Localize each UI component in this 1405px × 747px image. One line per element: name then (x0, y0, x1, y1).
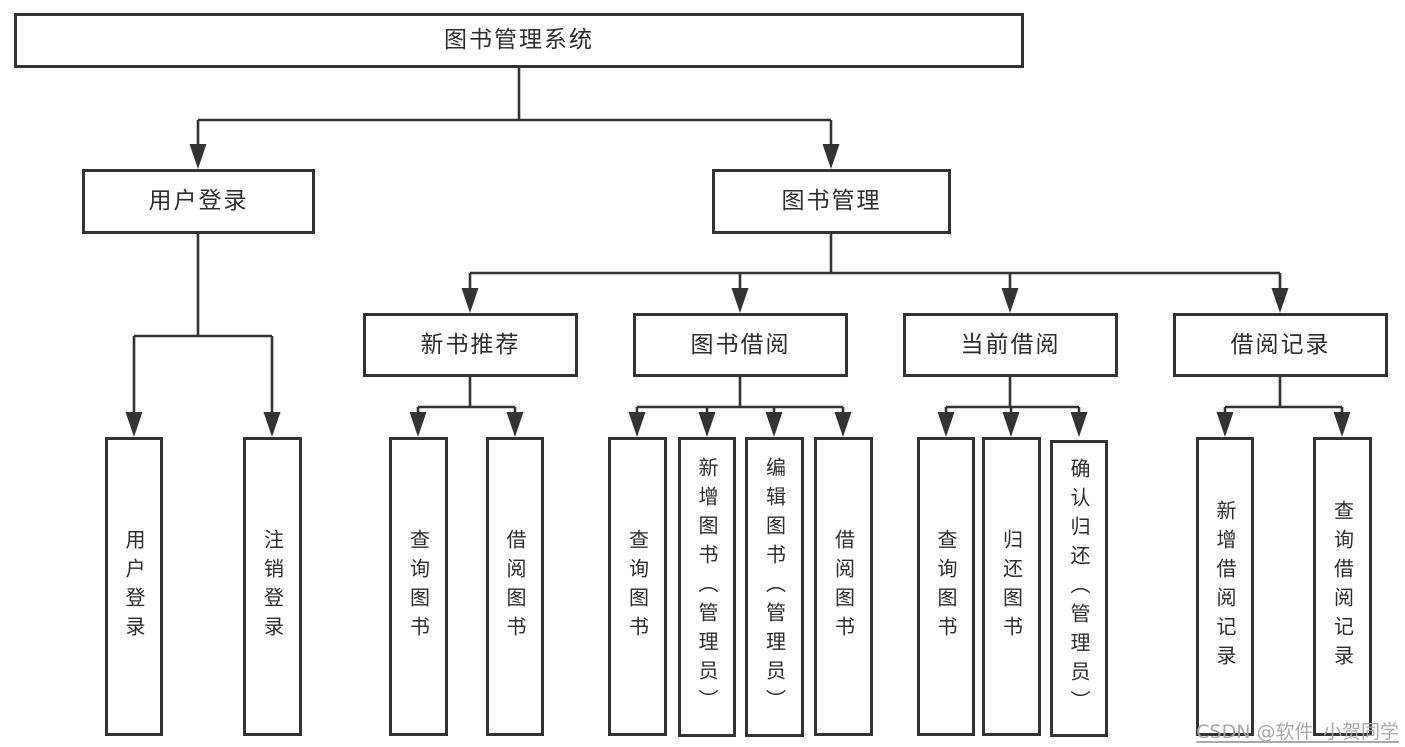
leaf-borrow-add-book: 新增图书（管理员） (678, 437, 736, 737)
leaf-borrow-borrow-book-label: 借阅图书 (831, 528, 856, 645)
connector-user-login-children (132, 234, 274, 415)
node-current-borrow-label: 当前借阅 (960, 331, 1061, 358)
arrow-down-icon (937, 412, 955, 437)
arrow-down-icon (1333, 412, 1351, 437)
leaf-borrow-query-book-label: 查询图书 (625, 528, 650, 645)
arrow-down-icon (834, 412, 852, 437)
leaf-records-query-record: 查询借阅记录 (1313, 437, 1372, 736)
connector-new-book-recommend-children (416, 377, 517, 415)
leaf-borrow-edit-book: 编辑图书（管理员） (745, 437, 804, 737)
leaf-records-add-record-label: 新增借阅记录 (1213, 499, 1237, 674)
leaf-records-query-record-label: 查询借阅记录 (1330, 499, 1355, 674)
arrow-down-icon (628, 412, 646, 437)
node-new-book-recommend-label: 新书推荐 (420, 331, 521, 358)
node-new-book-recommend: 新书推荐 (363, 313, 578, 377)
node-borrow-records-label: 借阅记录 (1230, 331, 1331, 358)
connector-borrow-records-children (1223, 377, 1344, 415)
leaf-current-query-book: 查询图书 (917, 437, 975, 736)
arrow-down-icon (765, 412, 783, 437)
node-root: 图书管理系统 (14, 13, 1024, 68)
leaf-current-confirm-return: 确认归还（管理员） (1050, 440, 1108, 737)
node-book-management: 图书管理 (712, 169, 951, 234)
leaf-recommend-borrow-book: 借阅图书 (486, 437, 544, 736)
arrow-down-icon (731, 288, 749, 313)
connector-book-borrow-children (635, 377, 845, 415)
connector-root-to-level1 (196, 68, 833, 147)
leaf-current-return-book: 归还图书 (982, 437, 1041, 736)
connector-book-management-children (468, 234, 1282, 291)
node-book-management-label: 图书管理 (781, 188, 882, 214)
arrow-down-icon (125, 412, 143, 437)
arrow-down-icon (189, 144, 207, 169)
leaf-current-confirm-return-label: 确认归还（管理员） (1067, 458, 1091, 719)
leaf-logout-label: 注销登录 (260, 528, 285, 645)
arrow-down-icon (698, 412, 716, 437)
leaf-login: 用户登录 (105, 437, 163, 736)
arrow-down-icon (1271, 288, 1289, 313)
leaf-current-query-book-label: 查询图书 (934, 528, 958, 645)
arrow-down-icon (822, 144, 840, 169)
leaf-borrow-query-book: 查询图书 (608, 437, 667, 736)
node-root-label: 图书管理系统 (444, 27, 594, 53)
csdn-watermark: CSDN @软件_小贺同学 (1196, 721, 1399, 743)
connector-current-borrow-children (944, 377, 1081, 415)
arrow-down-icon (263, 412, 281, 437)
arrow-down-icon (1070, 412, 1088, 437)
arrow-down-icon (1216, 412, 1234, 437)
arrow-down-icon (461, 288, 479, 313)
leaf-records-add-record: 新增借阅记录 (1196, 437, 1254, 736)
leaf-recommend-query-book-label: 查询图书 (406, 528, 431, 645)
leaf-recommend-query-book: 查询图书 (389, 437, 448, 736)
leaf-borrow-add-book-label: 新增图书（管理员） (695, 456, 719, 718)
node-user-login-label: 用户登录 (148, 188, 249, 214)
arrow-down-icon (409, 412, 427, 437)
arrow-down-icon (1002, 412, 1020, 437)
node-borrow-records: 借阅记录 (1173, 313, 1388, 377)
leaf-current-return-book-label: 归还图书 (999, 528, 1024, 645)
node-book-borrow: 图书借阅 (633, 313, 848, 377)
leaf-borrow-edit-book-label: 编辑图书（管理员） (762, 456, 787, 718)
node-user-login: 用户登录 (82, 169, 315, 234)
arrow-down-icon (506, 412, 524, 437)
leaf-recommend-borrow-book-label: 借阅图书 (503, 528, 527, 645)
leaf-login-label: 用户登录 (122, 528, 146, 645)
node-current-borrow: 当前借阅 (903, 313, 1118, 377)
leaf-borrow-borrow-book: 借阅图书 (814, 437, 873, 736)
arrow-down-icon (1001, 288, 1019, 313)
leaf-logout: 注销登录 (243, 437, 302, 736)
node-book-borrow-label: 图书借阅 (690, 331, 791, 358)
